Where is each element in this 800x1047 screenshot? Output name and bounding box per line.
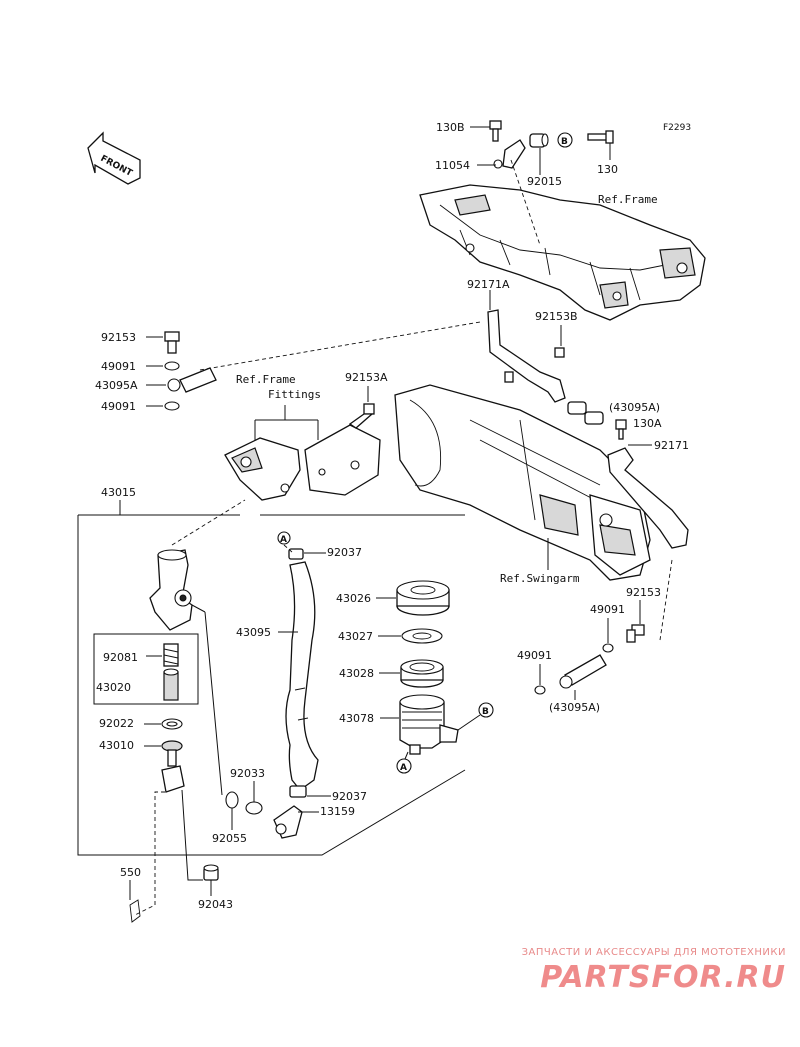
hose-fitting-13159-icon xyxy=(273,805,303,839)
frame-fittings-drawing xyxy=(224,424,381,501)
part-43078-label: 43078 xyxy=(339,712,374,725)
reservoir-43078-icon xyxy=(399,694,459,755)
part-43026-label: 43026 xyxy=(336,592,371,605)
grommet-43095a-right-top-icon xyxy=(567,401,604,425)
part-43027-label: 43027 xyxy=(338,630,373,643)
circle-marker-b-top-label: B xyxy=(561,137,568,147)
reservoir-cap-43026-icon xyxy=(396,580,450,616)
part-130-label: 130 xyxy=(597,163,618,176)
part-550-label: 550 xyxy=(120,866,141,879)
hose-clamp-92171-icon xyxy=(607,447,689,549)
piston-43020-icon xyxy=(163,668,179,701)
part-43015-label: 43015 xyxy=(101,486,136,499)
part-49091-right-label: 49091 xyxy=(590,603,625,616)
watermark-caption: ЗАПЧАСТИ И АКСЕССУАРЫ ДЛЯ МОТОТЕХНИКИ xyxy=(521,947,786,958)
washer-49091-right-icon xyxy=(602,643,614,653)
washer-49091-mid-icon xyxy=(164,401,180,411)
part-92022-label: 92022 xyxy=(99,717,134,730)
front-arrow-icon: FRONT xyxy=(87,131,141,185)
clamp-92037-bottom-icon xyxy=(289,785,307,798)
circle-marker-a-bottom-label: A xyxy=(400,763,407,773)
part-92037-bottom-label: 92037 xyxy=(332,790,367,803)
ref-frame-fittings-line1: Ref.Frame xyxy=(236,373,296,386)
washer-49091-right-low-icon xyxy=(534,685,546,695)
circle-marker-a-top xyxy=(277,531,291,545)
cotter-pin-550-icon xyxy=(129,899,141,923)
circle-marker-b-bottom-label: B xyxy=(482,707,489,717)
clamp-92037-top-icon xyxy=(288,548,304,560)
ref-swingarm-label: Ref.Swingarm xyxy=(500,572,580,585)
part-92015-label: 92015 xyxy=(527,175,562,188)
part-92033-label: 92033 xyxy=(230,767,265,780)
grommet-43095a-left-icon xyxy=(167,367,217,393)
part-92153-top-label: 92153 xyxy=(101,331,136,344)
pin-92043-icon xyxy=(203,864,219,881)
watermark-logo: PARTSFOR.RU xyxy=(540,960,786,995)
swingarm-drawing xyxy=(394,384,651,581)
part-43020-label: 43020 xyxy=(96,681,131,694)
figure-code: F2293 xyxy=(663,123,691,133)
part-13159-label: 13159 xyxy=(320,805,355,818)
circle-marker-a-bottom xyxy=(396,758,412,774)
part-43095-label: 43095 xyxy=(236,626,271,639)
bolt-92153-right-icon xyxy=(626,624,645,643)
o-ring-92055-icon xyxy=(225,791,239,809)
washer-92033-icon xyxy=(245,801,263,815)
piston-kit-frame xyxy=(93,633,199,705)
part-49091-right-low-label: 49091 xyxy=(517,649,552,662)
circle-marker-a-top-label: A xyxy=(280,535,287,545)
diaphragm-43028-icon xyxy=(400,659,444,688)
bolt-92153a-icon xyxy=(348,403,375,429)
part-43095a-paren-bottom-label: (43095A) xyxy=(549,701,600,714)
watermark: ЗАПЧАСТИ И АКСЕССУАРЫ ДЛЯ МОТОТЕХНИКИ PA… xyxy=(522,947,786,995)
part-92171a-label: 92171A xyxy=(467,278,510,291)
part-43028-label: 43028 xyxy=(339,667,374,680)
part-92153a-label: 92153A xyxy=(345,371,388,384)
circle-marker-b-top xyxy=(557,132,573,148)
bolt-130b-icon xyxy=(489,120,502,142)
part-92081-label: 92081 xyxy=(103,651,138,664)
part-11054-label: 11054 xyxy=(435,159,470,172)
part-49091-mid-label: 49091 xyxy=(101,400,136,413)
ref-frame-fittings-line2: Fittings xyxy=(268,388,321,401)
part-92171-label: 92171 xyxy=(654,439,689,452)
grommet-43095a-right-bottom-icon xyxy=(559,654,607,689)
part-49091-top-label: 49091 xyxy=(101,360,136,373)
collar-92015-icon xyxy=(529,133,549,148)
frame-drawing xyxy=(419,184,706,321)
bolt-92153-top-icon xyxy=(164,331,180,354)
master-cylinder-body-icon xyxy=(149,549,193,631)
bolt-130a-icon xyxy=(615,419,627,440)
bolt-92153b-icon xyxy=(554,347,565,358)
part-43010-label: 43010 xyxy=(99,739,134,752)
ref-frame-label: Ref.Frame xyxy=(598,193,658,206)
part-43095a-left-label: 43095A xyxy=(95,379,138,392)
part-130b-label: 130B xyxy=(436,121,465,134)
part-92043-label: 92043 xyxy=(198,898,233,911)
hose-clamp-92171a-icon xyxy=(487,309,566,403)
washer-49091-top-icon xyxy=(164,361,180,371)
part-92055-label: 92055 xyxy=(212,832,247,845)
part-92153-right-label: 92153 xyxy=(626,586,661,599)
part-92153b-label: 92153B xyxy=(535,310,578,323)
bolt-130-icon xyxy=(587,130,614,144)
circle-marker-b-bottom xyxy=(478,702,494,718)
hose-43095-icon xyxy=(285,561,319,791)
part-130a-label: 130A xyxy=(633,417,662,430)
part-43095a-paren-top-label: (43095A) xyxy=(609,401,660,414)
spring-92081-icon xyxy=(163,643,179,667)
push-rod-43010-icon xyxy=(161,740,185,793)
bracket-11054-icon xyxy=(493,139,526,169)
plate-43027-icon xyxy=(401,628,443,644)
part-92037-top-label: 92037 xyxy=(327,546,362,559)
